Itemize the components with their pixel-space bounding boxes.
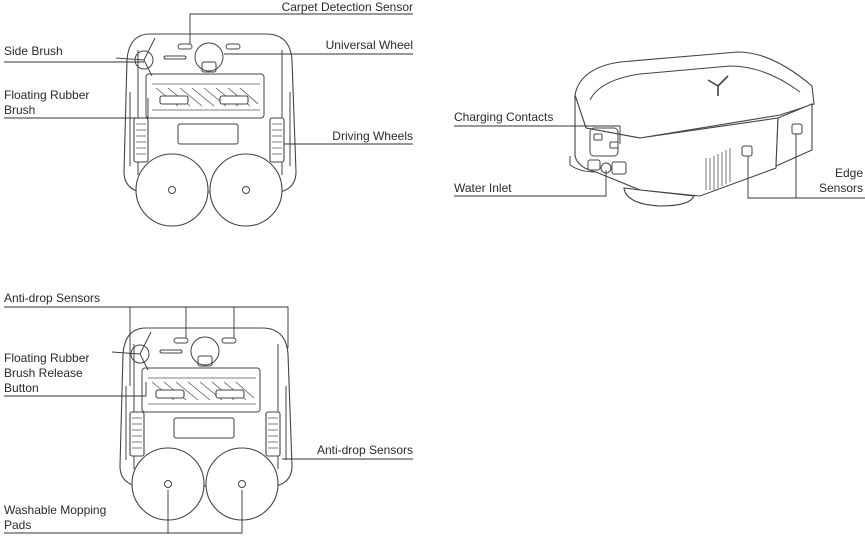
label-anti-drop-sensors-right: Anti-drop Sensors — [316, 443, 413, 457]
label-side-brush: Side Brush — [4, 44, 63, 58]
leader-water-inlet — [454, 170, 607, 197]
label-water-inlet: Water Inlet — [454, 181, 512, 195]
label-washable-mopping-pads: Washable Mopping Pads — [4, 503, 107, 532]
leader-anti-drop-sensors-top — [4, 306, 289, 386]
label-carpet-detection-sensor: Carpet Detection Sensor — [281, 0, 413, 14]
leader-washable-mopping-pads — [4, 490, 243, 534]
leader-floating-rubber-brush — [4, 98, 149, 119]
leader-charging-contacts — [454, 125, 621, 144]
label-anti-drop-sensors-top: Anti-drop Sensors — [4, 291, 101, 305]
robot-3d-view — [569, 51, 815, 207]
leader-floating-rubber-brush-release — [4, 382, 147, 397]
robot-bottom-view-bottom — [111, 327, 293, 521]
label-driving-wheels: Driving Wheels — [332, 129, 413, 143]
label-charging-contacts: Charging Contacts — [454, 110, 554, 124]
leader-edge-sensors — [747, 134, 865, 199]
leader-carpet-detection-sensor — [189, 13, 413, 44]
label-universal-wheel: Universal Wheel — [325, 38, 413, 52]
label-floating-rubber-brush-release-button: Floating Rubber Brush Release Button — [4, 351, 90, 395]
label-edge-sensors: Edge Sensors — [818, 166, 863, 195]
robot-bottom-view-top — [115, 33, 297, 227]
label-floating-rubber-brush: Floating Rubber Brush — [4, 88, 90, 117]
